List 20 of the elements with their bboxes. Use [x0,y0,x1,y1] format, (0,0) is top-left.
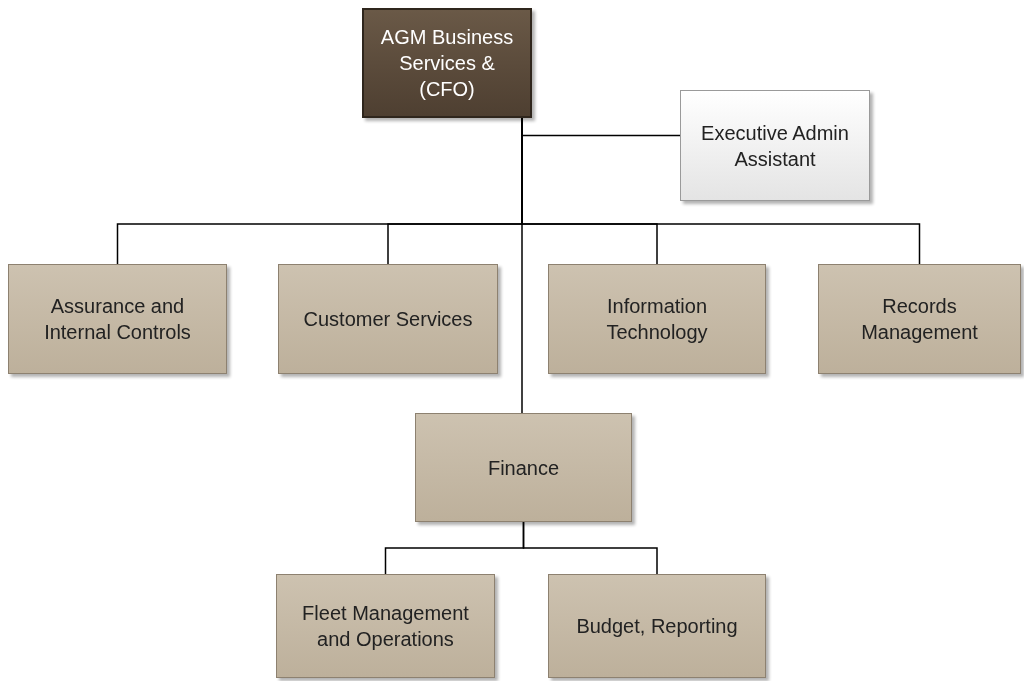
box-label: Fleet Management and Operations [301,601,470,652]
department-box [278,264,498,374]
box-label: Information Technology [605,294,709,345]
box-label: Customer Services [303,307,473,332]
box-label: Budget, Reporting [576,614,738,639]
assistant-box [680,90,870,201]
connector-line [521,117,523,414]
department-box [276,574,495,678]
department-box [415,413,632,522]
box-label: Executive Admin Assistant [700,120,850,172]
manager-box [362,8,532,118]
box-label: Records Management [860,294,979,345]
box-label: AGM Business Services & (CFO) [379,25,515,102]
department-box [8,264,227,374]
box-label: Finance [487,455,560,481]
department-box [548,264,766,374]
box-label: Assurance and Internal Controls [43,294,192,345]
connector-line [522,521,658,575]
department-box [818,264,1021,374]
department-box [548,574,766,678]
